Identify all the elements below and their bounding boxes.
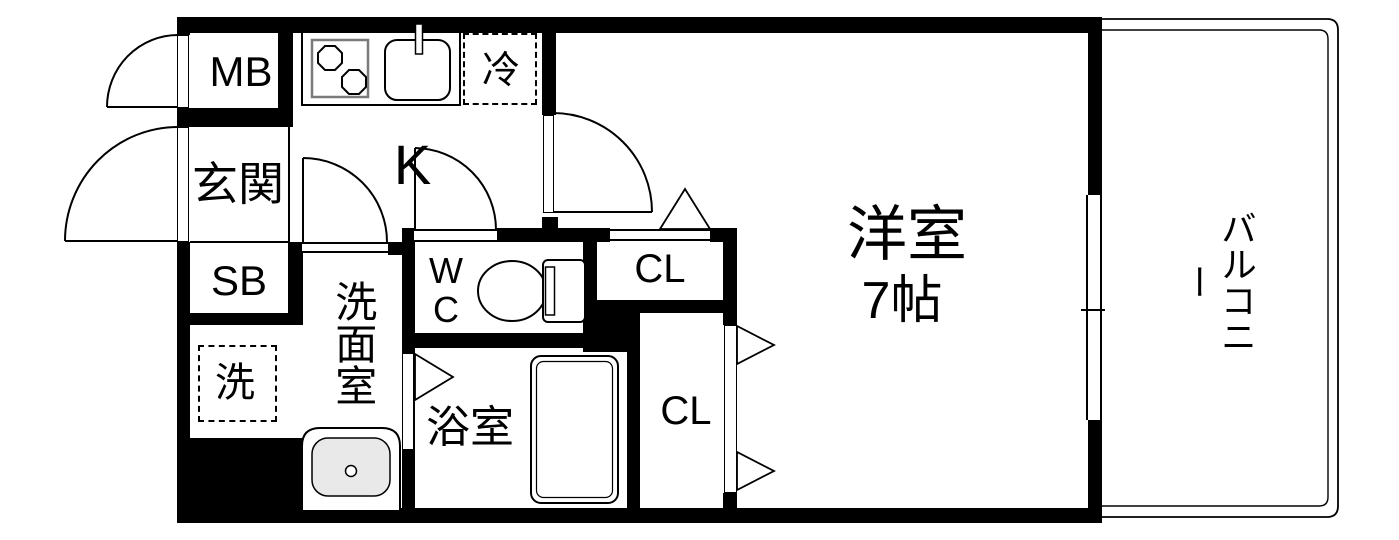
washbasin-bowl-icon — [311, 437, 391, 497]
door-leaf-kitchen — [543, 115, 554, 213]
door-frame-bathroom — [402, 353, 414, 450]
room-label-western-room-size: 7帖 — [861, 271, 943, 330]
stove-burner-icon — [317, 45, 343, 71]
door-frame-closet-upper — [610, 229, 710, 241]
room-label-western-room: 洋室 — [847, 200, 967, 268]
toilet-flush-icon — [544, 266, 556, 316]
wall-segment — [177, 508, 1102, 523]
wall-segment — [177, 242, 190, 442]
bathtub-icon — [530, 355, 619, 504]
folding-door-triangle-closet-lower — [736, 450, 776, 492]
washbasin-icon — [301, 427, 401, 510]
wall-segment — [177, 17, 1102, 33]
kitchen-sink-icon — [384, 39, 451, 101]
balcony-window — [1086, 195, 1102, 420]
wall-segment — [177, 17, 190, 35]
wall-segment — [497, 228, 610, 242]
stove-burners-icon — [310, 38, 370, 99]
room-label-balcony: バルコニー — [1177, 210, 1257, 354]
kitchen-counter-icon — [301, 31, 461, 106]
door-frame-entrance — [177, 127, 189, 242]
wall-segment — [627, 313, 640, 508]
door-frame-washroom — [302, 242, 388, 253]
wall-segment — [278, 17, 293, 127]
room-label-shoe-box: SB — [210, 257, 268, 305]
room-label-washroom: 洗面室 — [329, 280, 377, 406]
door-arc-kitchen — [552, 112, 653, 213]
stove-burner-icon — [341, 69, 367, 95]
door-arc-washroom — [302, 157, 388, 243]
door-frame-mb — [177, 35, 189, 108]
wall-segment — [1088, 33, 1102, 195]
room-label-kitchen: K — [393, 132, 432, 196]
wall-segment — [288, 242, 303, 325]
toilet-bowl-icon — [477, 260, 547, 322]
wall-segment — [542, 217, 558, 228]
wall-segment — [723, 493, 737, 508]
folding-door-triangle-closet-lower — [736, 324, 776, 366]
room-label-bathroom: 浴室 — [426, 403, 514, 453]
wall-segment — [542, 33, 556, 115]
room-label-refrigerator: 冷 — [481, 50, 520, 93]
room-label-meter-box: MB — [209, 48, 273, 96]
entrance-step-line — [288, 127, 290, 243]
door-arc-mb — [106, 34, 179, 108]
wall-segment — [1088, 420, 1102, 523]
washer-space-box — [198, 345, 277, 422]
room-label-entrance: 玄関 — [192, 158, 284, 211]
door-frame-closet-lower — [724, 325, 737, 493]
toilet-tank-icon — [542, 259, 586, 323]
wall-segment — [177, 313, 303, 325]
refrigerator-space-box — [463, 33, 537, 105]
folding-door-triangle-closet-upper — [658, 187, 712, 230]
wall-segment — [402, 333, 597, 348]
room-label-wc: W C — [429, 250, 463, 330]
room-label-washer: 洗 — [215, 361, 255, 406]
folding-door-triangle-bathroom — [414, 352, 455, 402]
washbasin-drain-icon — [344, 464, 358, 478]
wall-segment — [402, 228, 415, 348]
entrance-step-line — [190, 241, 290, 243]
door-arc-entrance — [64, 126, 179, 242]
room-label-closet-upper: CL — [634, 247, 686, 292]
door-frame-wc — [414, 229, 497, 242]
wall-segment — [177, 438, 303, 510]
bathtub-inner-icon — [535, 360, 614, 499]
wall-segment — [177, 108, 288, 127]
room-label-closet-lower: CL — [660, 389, 712, 434]
